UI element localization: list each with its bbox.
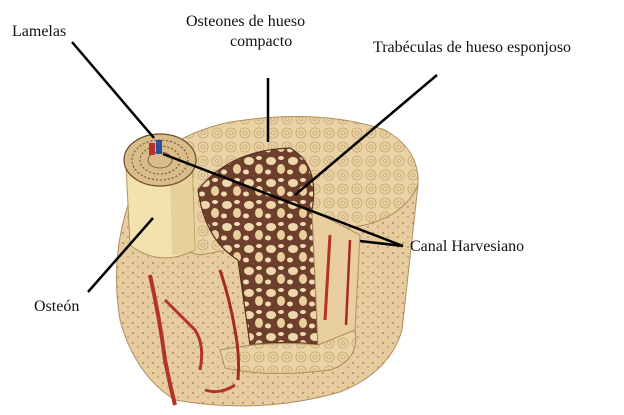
label-osteon: Osteón [34,297,79,316]
label-trabeculas: Trabéculas de hueso esponjoso [373,38,571,57]
haversian-canal-vessel-blue [156,140,162,154]
haversian-canal-vessel-red [149,143,155,155]
leader-lamelas [72,42,154,138]
label-lamelas: Lamelas [12,22,66,41]
label-osteones-line1: Osteones de hueso [186,12,305,31]
label-osteones-line2: compacto [230,32,292,51]
label-canal-harvesiano: Canal Harvesiano [410,237,524,256]
